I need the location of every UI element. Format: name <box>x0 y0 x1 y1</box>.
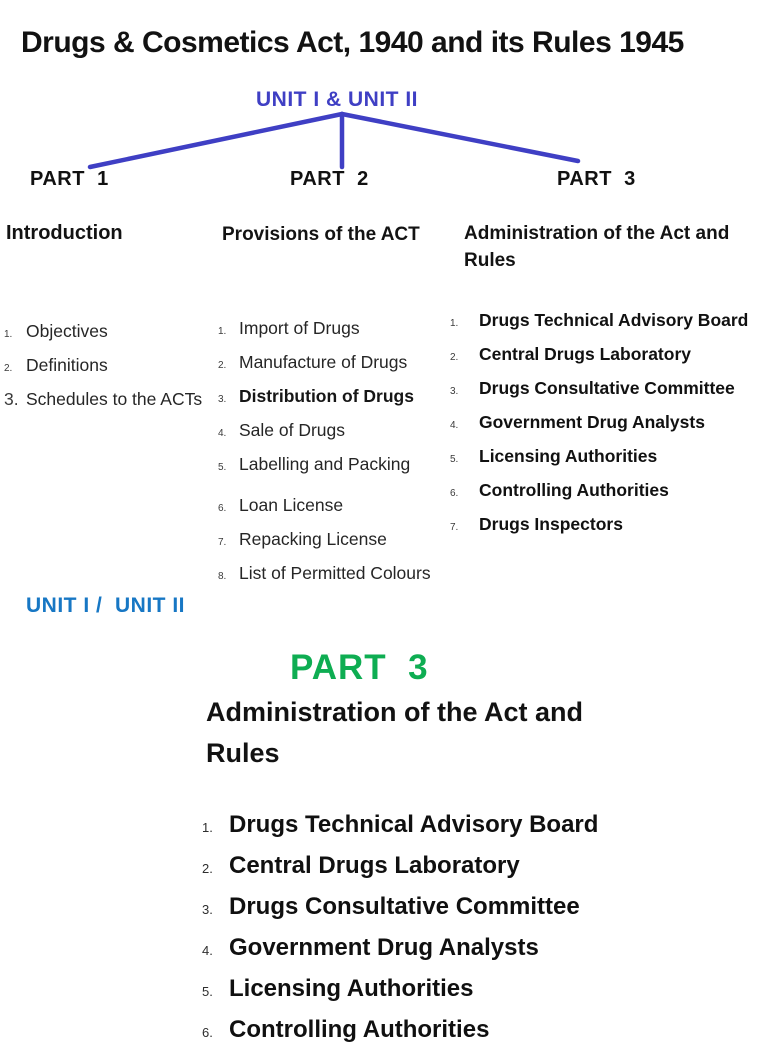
item-text: Government Drug Analysts <box>479 412 705 432</box>
item-number: 4. <box>202 943 213 958</box>
branch-line-left <box>87 111 345 170</box>
list-item: 2. Manufacture of Drugs <box>218 347 431 381</box>
item-text: Drugs Consultative Committee <box>479 378 735 398</box>
list-item: 1. Objectives <box>4 316 202 350</box>
item-number: 3. <box>450 386 459 397</box>
item-text: Drugs Inspectors <box>479 514 623 534</box>
tree-branch-lines <box>87 111 581 170</box>
list-item: 3. Schedules to the ACTs <box>4 384 202 414</box>
item-text: Government Drug Analysts <box>229 934 539 961</box>
item-text: Central Drugs Laboratory <box>479 344 691 364</box>
item-number: 7. <box>218 537 227 548</box>
item-text: Licensing Authorities <box>479 446 658 466</box>
list-item: 2. Definitions <box>4 350 202 384</box>
list-item: 4. Sale of Drugs <box>218 415 431 449</box>
unit-subtitle: UNIT I / UNIT II <box>26 594 185 617</box>
list-item: 3. Drugs Consultative Committee <box>450 373 748 407</box>
item-text: Central Drugs Laboratory <box>229 852 520 879</box>
item-text: Import of Drugs <box>239 318 360 338</box>
list-item: 7. Repacking License <box>218 524 431 558</box>
item-number: 5. <box>218 462 227 473</box>
footer-section-heading: Administration of the Act and Rules <box>206 697 583 768</box>
column-header-provisions: Provisions of the ACT <box>222 224 420 245</box>
item-number: 6. <box>218 503 227 514</box>
list-item: 8. List of Permitted Colours <box>218 558 431 592</box>
list-item: 5. Licensing Authorities <box>450 441 748 475</box>
item-number: 5. <box>450 454 459 465</box>
column-header-administration: Administration of the Act and Rules <box>464 223 730 271</box>
introduction-list: 1. Objectives 2. Definitions 3. Schedule… <box>4 316 202 414</box>
footer-part-3-title: PART 3 <box>290 648 429 687</box>
item-number: 2. <box>4 363 13 374</box>
item-text: Drugs Technical Advisory Board <box>229 811 599 838</box>
item-text: Distribution of Drugs <box>239 386 414 406</box>
administration-list: 1. Drugs Technical Advisory Board 2. Cen… <box>450 305 748 543</box>
part-1-label: PART 1 <box>30 168 109 190</box>
list-item: 4. Government Drug Analysts <box>450 407 748 441</box>
item-number: 6. <box>450 488 459 499</box>
list-item: 1. Import of Drugs <box>218 313 431 347</box>
item-number: 4. <box>450 420 459 431</box>
footer-administration-list: 1. Drugs Technical Advisory Board 2. Cen… <box>202 804 598 1050</box>
item-number: 2. <box>202 861 213 876</box>
provisions-list: 1. Import of Drugs 2. Manufacture of Dru… <box>218 313 431 592</box>
list-item: 1. Drugs Technical Advisory Board <box>450 305 748 339</box>
list-item: 2. Central Drugs Laboratory <box>202 845 598 886</box>
item-number: 3. <box>4 389 19 409</box>
item-number: 7. <box>450 522 459 533</box>
list-item: 6. Loan License <box>218 490 431 524</box>
item-number: 1. <box>202 820 213 835</box>
item-text: Objectives <box>26 321 108 341</box>
page-title: Drugs & Cosmetics Act, 1940 and its Rule… <box>21 26 684 59</box>
document-page: { "colors": { "tree_blue": "#3f3fc4", "u… <box>4 26 749 1043</box>
item-number: 3. <box>202 902 213 917</box>
item-number: 2. <box>450 352 459 363</box>
item-number: 4. <box>218 428 227 439</box>
item-text: Drugs Consultative Committee <box>229 893 580 920</box>
item-number: 8. <box>218 571 227 582</box>
list-item: 7. Drugs Inspectors <box>450 509 748 543</box>
tree-root-label: UNIT I & UNIT II <box>256 88 418 111</box>
item-number: 5. <box>202 984 213 999</box>
item-text: List of Permitted Colours <box>239 563 431 583</box>
list-item: 2. Central Drugs Laboratory <box>450 339 748 373</box>
column-header-introduction: Introduction <box>6 222 123 244</box>
item-text: Definitions <box>26 355 108 375</box>
item-number: 2. <box>218 360 227 371</box>
item-text: Loan License <box>239 495 344 515</box>
item-number: 3. <box>218 394 227 405</box>
item-text: Sale of Drugs <box>239 420 346 440</box>
part-3-label: PART 3 <box>557 168 636 190</box>
list-item: 3. Distribution of Drugs <box>218 381 431 415</box>
item-text: Licensing Authorities <box>229 975 474 1002</box>
list-item: 3. Drugs Consultative Committee <box>202 886 598 927</box>
item-number: 1. <box>218 326 227 337</box>
item-text: Schedules to the ACTs <box>26 389 203 409</box>
item-number: 1. <box>4 329 13 340</box>
item-text: Drugs Technical Advisory Board <box>479 310 749 330</box>
item-text: Controlling Authorities <box>479 480 669 500</box>
item-text: Controlling Authorities <box>229 1016 490 1043</box>
item-text: Labelling and Packing <box>239 454 411 474</box>
item-number: 6. <box>202 1025 213 1040</box>
item-text: Manufacture of Drugs <box>239 352 408 372</box>
part-2-label: PART 2 <box>290 168 369 190</box>
list-item: 1. Drugs Technical Advisory Board <box>202 804 598 845</box>
list-item: 5. Licensing Authorities <box>202 968 598 1009</box>
list-item: 5. Labelling and Packing <box>218 449 431 483</box>
list-item: 6. Controlling Authorities <box>202 1009 598 1050</box>
item-number: 1. <box>450 318 459 329</box>
item-text: Repacking License <box>239 529 387 549</box>
list-item: 6. Controlling Authorities <box>450 475 748 509</box>
branch-line-right <box>339 111 581 164</box>
list-item: 4. Government Drug Analysts <box>202 927 598 968</box>
